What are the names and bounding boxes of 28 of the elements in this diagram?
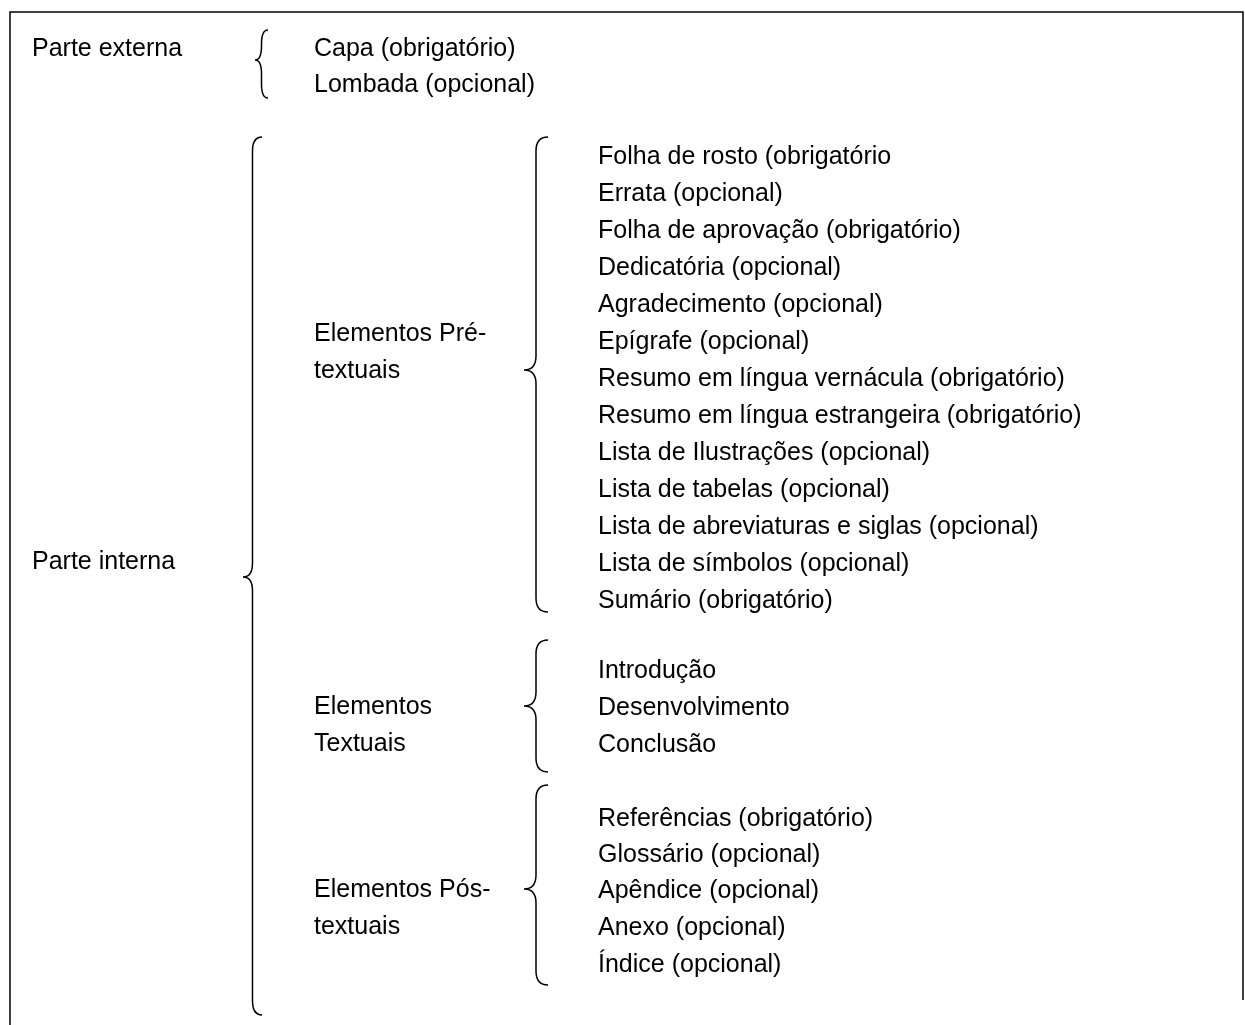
list-item: Lista de símbolos (opcional) bbox=[598, 546, 910, 578]
list-item: Lista de Ilustrações (opcional) bbox=[598, 435, 931, 467]
list-item: Desenvolvimento bbox=[598, 690, 790, 722]
list-item: Glossário (opcional) bbox=[598, 837, 821, 869]
list-item: Resumo em língua estrangeira (obrigatório) bbox=[598, 398, 1082, 430]
list-item: Resumo em língua vernácula (obrigatório) bbox=[598, 361, 1065, 393]
group-heading: Elementos Pós-textuais bbox=[314, 873, 492, 941]
group-heading: Elementos Textuais bbox=[314, 690, 434, 758]
list-item: Errata (opcional) bbox=[598, 176, 783, 208]
part-heading: Parte interna bbox=[32, 544, 176, 576]
list-item: Dedicatória (opcional) bbox=[598, 250, 842, 282]
list-item: Referências (obrigatório) bbox=[598, 801, 874, 833]
list-item: Folha de rosto (obrigatório bbox=[598, 139, 892, 171]
list-item: Capa (obrigatório) bbox=[314, 31, 516, 63]
list-item: Agradecimento (opcional) bbox=[598, 287, 883, 319]
list-item: Lista de tabelas (opcional) bbox=[598, 472, 890, 504]
list-item: Apêndice (opcional) bbox=[598, 873, 819, 905]
list-item: Folha de aprovação (obrigatório) bbox=[598, 213, 961, 245]
list-item: Anexo (opcional) bbox=[598, 910, 786, 942]
part-heading: Parte externa bbox=[32, 31, 183, 63]
list-item: Introdução bbox=[598, 653, 717, 685]
list-item: Epígrafe (opcional) bbox=[598, 324, 810, 356]
list-item: Sumário (obrigatório) bbox=[598, 583, 833, 615]
group-heading: Elementos Pré-textuais bbox=[314, 317, 488, 385]
list-item: Índice (opcional) bbox=[598, 947, 782, 979]
list-item: Lombada (opcional) bbox=[314, 67, 535, 99]
list-item: Conclusão bbox=[598, 727, 717, 759]
list-item: Lista de abreviaturas e siglas (opcional) bbox=[598, 509, 1039, 541]
